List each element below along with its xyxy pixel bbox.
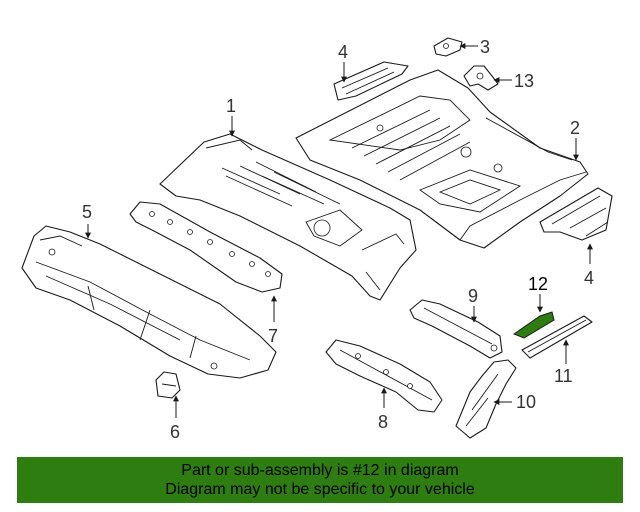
callout-9: 9 [468, 286, 478, 306]
callout-6: 6 [170, 422, 180, 442]
part-1-center-floor-panel[interactable] [159, 133, 417, 301]
part-2-rear-floor-pan[interactable] [295, 69, 589, 249]
parts-diagram: 1 2 3 4 4 5 6 7 8 9 10 11 12 13 [21, 37, 613, 442]
part-4-upper-bracket[interactable] [333, 61, 409, 101]
part-13-bracket[interactable] [463, 65, 499, 91]
part-10-bracket[interactable] [455, 359, 517, 439]
banner-line-1: Part or sub-assembly is #12 in diagram [181, 462, 459, 479]
callout-7: 7 [268, 326, 278, 346]
callout-2: 2 [570, 118, 580, 138]
callout-4-lower: 4 [584, 268, 594, 288]
info-banner: Part or sub-assembly is #12 in diagram D… [17, 457, 623, 503]
part-3-clip[interactable] [433, 37, 463, 57]
part-7-crossmember[interactable] [129, 201, 283, 293]
part-4-lower-bracket[interactable] [539, 187, 613, 241]
part-12-highlighted[interactable] [512, 311, 555, 339]
part-9-reinforcement[interactable] [409, 299, 503, 359]
callout-5: 5 [82, 202, 92, 222]
callout-12: 12 [528, 274, 548, 294]
callout-1: 1 [226, 96, 236, 116]
banner-line-2: Diagram may not be specific to your vehi… [165, 481, 475, 498]
leader-lines [85, 43, 593, 418]
part-5-side-rail[interactable] [21, 225, 277, 379]
part-11-sill-strip[interactable] [521, 315, 593, 359]
callout-10: 10 [516, 392, 536, 412]
part-8-crossmember[interactable] [325, 339, 443, 413]
callout-11: 11 [554, 366, 573, 386]
part-6-bracket[interactable] [155, 371, 181, 399]
callout-13: 13 [514, 71, 534, 91]
callout-4-upper: 4 [338, 42, 348, 62]
callout-3: 3 [480, 37, 490, 57]
callout-8: 8 [378, 412, 388, 432]
